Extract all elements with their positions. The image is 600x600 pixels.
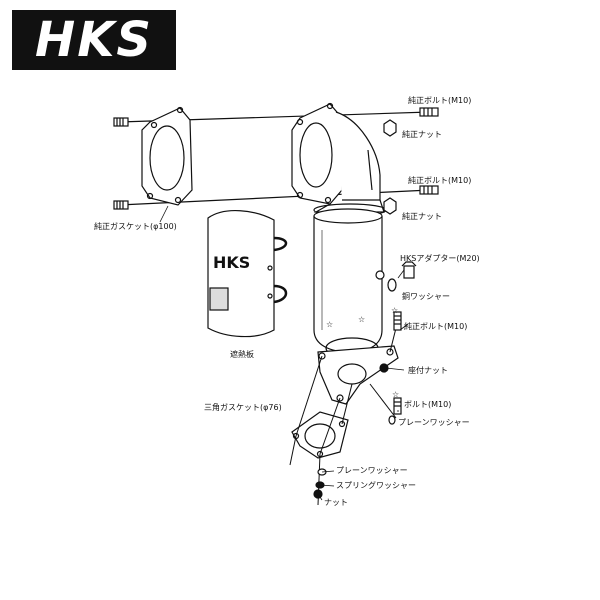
plain-washer-right [388, 415, 396, 425]
left-stud-top [113, 117, 129, 127]
label-stock-bolt-low: 純正ボルト(M10) [404, 322, 468, 331]
label-stock-bolt-mid: 純正ボルト(M10) [408, 176, 472, 185]
hks-logo: HKS [12, 10, 176, 70]
label-plain-washer-bottom: プレーンワッシャー [336, 466, 408, 475]
triangle-flange [317, 345, 399, 405]
stock-gasket-ring [141, 106, 193, 206]
leader-lines [159, 205, 409, 501]
star-mark: ☆ [358, 315, 366, 324]
label-triangle-gasket: 三角ガスケット(φ76) [204, 403, 282, 412]
heat-shield: HKS [207, 210, 288, 338]
mid-stock-nut [383, 197, 397, 215]
star-mark: ☆ [391, 306, 399, 315]
logo-text: HKS [35, 12, 153, 68]
star-mark: ☆ [392, 390, 400, 399]
triangle-gasket [291, 411, 349, 459]
label-bolt-m10: ボルト(M10) [404, 400, 452, 409]
copper-washer [387, 278, 397, 292]
bolt-m10 [393, 397, 402, 415]
label-hks-adapter: HKSアダプター(M20) [400, 254, 480, 263]
catalyzer-body [313, 208, 385, 359]
label-stock-bolt-top: 純正ボルト(M10) [408, 96, 472, 105]
hks-adapter [401, 261, 417, 279]
downpipe-flange [291, 102, 343, 205]
label-copper-washer: 銅ワッシャー [402, 292, 450, 301]
label-spring-washer: スプリングワッシャー [336, 481, 416, 490]
top-stock-nut [383, 119, 397, 137]
label-nut: ナット [324, 498, 348, 507]
star-mark: ☆ [326, 320, 334, 329]
label-seat-nut: 座付ナット [408, 366, 448, 375]
label-stock-nut-top: 純正ナット [402, 130, 442, 139]
mid-stock-bolt [419, 185, 439, 195]
left-stud-bottom [113, 200, 129, 210]
top-stock-bolt [419, 107, 439, 117]
label-plain-washer-right: プレーンワッシャー [398, 418, 470, 427]
label-stock-nut-mid: 純正ナット [402, 212, 442, 221]
label-heat-shield: 遮熱板 [230, 350, 254, 359]
label-stock-gasket: 純正ガスケット(φ100) [94, 222, 177, 231]
low-stock-bolt [393, 311, 402, 331]
svg-text:HKS: HKS [213, 253, 250, 272]
